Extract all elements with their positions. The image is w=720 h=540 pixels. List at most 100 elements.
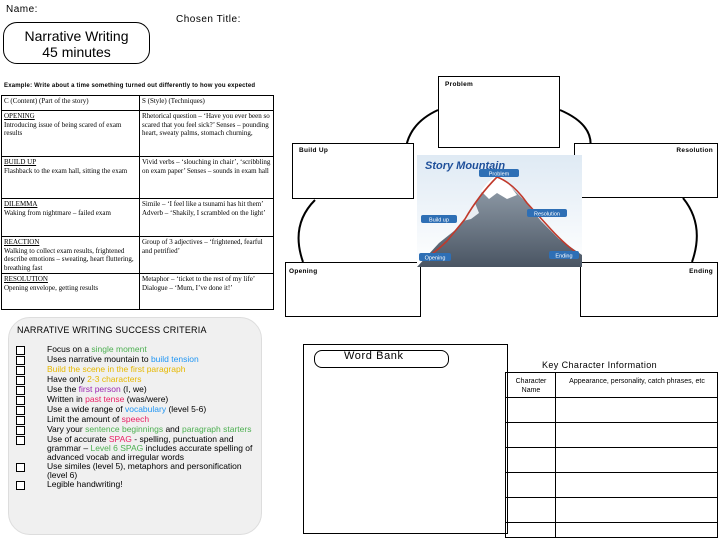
style-cell[interactable]: Rhetorical question – ‘Have you ever bee… (139, 110, 274, 157)
criteria-text-part: past tense (85, 394, 125, 404)
style-cell[interactable]: Group of 3 adjectives – ‘frightened, fea… (139, 236, 274, 274)
success-criteria-title: NARRATIVE WRITING SUCCESS CRITERIA (17, 325, 207, 335)
criteria-text-part: Use a wide range of (47, 404, 125, 414)
criteria-text-part: Use similes (level 5), metaphors and per… (47, 461, 242, 480)
row-content: Flashback to the exam hall, sitting the … (4, 166, 128, 175)
task-title-box: Narrative Writing 45 minutes (3, 22, 150, 64)
criteria-item: Legible handwriting! (13, 480, 257, 490)
criteria-item: Have only 2-3 characters (13, 375, 257, 385)
criteria-text-part: Use the (47, 384, 79, 394)
row-content: Opening envelope, getting results (4, 283, 99, 292)
style-cell[interactable]: Vivid verbs – ‘slouching in chair’, ‘scr… (139, 156, 274, 199)
chosen-title-label: Chosen Title: (176, 14, 241, 25)
criteria-checkbox[interactable] (16, 376, 25, 385)
task-time: 45 minutes (42, 44, 111, 60)
criteria-text-part: build tension (150, 354, 199, 364)
criteria-text-part: paragraph starters (182, 424, 252, 434)
criteria-checkbox[interactable] (16, 396, 25, 405)
key-character-row-line (506, 422, 717, 423)
criteria-text-part: includes accurate spelling of advanced v… (47, 443, 253, 462)
criteria-text-part: (I, we) (120, 384, 147, 394)
criteria-text-part: sentence beginnings (85, 424, 164, 434)
criteria-text-part: Have only (47, 374, 88, 384)
criteria-text: Uses narrative mountain to build tension (31, 355, 199, 364)
criteria-item: Limit the amount of speech (13, 415, 257, 425)
mountain-resolution-label: Resolution (534, 212, 560, 218)
column-header-content: C (Content) (Part of the story) (1, 95, 140, 111)
ending-box[interactable]: Ending (580, 262, 718, 317)
problem-label: Problem (445, 81, 474, 88)
criteria-text-part: single moment (91, 344, 147, 354)
key-character-col1: Character Name (515, 378, 547, 394)
criteria-text-part: (was/were) (124, 394, 169, 404)
criteria-text: Build the scene in the first paragraph (31, 365, 185, 374)
criteria-checkbox[interactable] (16, 463, 25, 472)
success-criteria-panel: NARRATIVE WRITING SUCCESS CRITERIA Focus… (8, 317, 262, 535)
criteria-text-part: vocabulary (124, 404, 167, 414)
mountain-ending-label: Ending (555, 254, 572, 260)
criteria-text: Use similes (level 5), metaphors and per… (31, 462, 257, 480)
mountain-problem-label: Problem (489, 172, 510, 178)
criteria-text: Use the first person (I, we) (31, 385, 147, 394)
build-up-box[interactable]: Build Up (292, 143, 414, 199)
criteria-checkbox[interactable] (16, 386, 25, 395)
row-heading: RESOLUTION (4, 275, 48, 283)
build-up-label: Build Up (299, 147, 329, 154)
criteria-checkbox[interactable] (16, 436, 25, 445)
key-character-row-line (506, 497, 717, 498)
style-cell[interactable]: Simile – ‘I feel like a tsunami has hit … (139, 198, 274, 237)
ending-label: Ending (689, 268, 713, 275)
word-bank-title-outline (314, 350, 449, 368)
criteria-text-part: Focus on a (47, 344, 92, 354)
name-label: Name: (6, 4, 38, 15)
style-cell[interactable]: Metaphor – ‘ticket to the rest of my lif… (139, 273, 274, 310)
arrow-resolution-ending (682, 197, 698, 263)
opening-box[interactable]: Opening (285, 262, 421, 317)
resolution-label: Resolution (676, 147, 713, 154)
key-character-table: Character Name Appearance, personality, … (505, 372, 718, 538)
criteria-checkbox[interactable] (16, 346, 25, 355)
row-heading: OPENING (4, 112, 35, 120)
criteria-checkbox[interactable] (16, 426, 25, 435)
criteria-text-part: Written in (47, 394, 86, 404)
key-character-row-line (506, 522, 717, 523)
criteria-text: Have only 2-3 characters (31, 375, 142, 384)
criteria-item: Written in past tense (was/were) (13, 395, 257, 405)
criteria-text-part: speech (121, 414, 150, 424)
key-character-row-line (506, 472, 717, 473)
mountain-opening-label: Opening (425, 256, 446, 262)
criteria-text: Written in past tense (was/were) (31, 395, 168, 404)
word-bank-box[interactable]: Word Bank (303, 344, 508, 534)
mountain-buildup-label: Build up (429, 218, 449, 224)
criteria-text-part: Build the scene (47, 364, 106, 374)
arrow-opening-buildup (297, 199, 316, 263)
story-plan-table-wrap: C (Content) (Part of the story) S (Style… (1, 95, 274, 310)
criteria-text: Legible handwriting! (31, 480, 123, 489)
criteria-checkbox[interactable] (16, 366, 25, 375)
criteria-item: Use similes (level 5), metaphors and per… (13, 462, 257, 480)
criteria-text-part: SPAG (108, 434, 132, 444)
resolution-box[interactable]: Resolution (574, 143, 718, 198)
table-header-row: C (Content) (Part of the story) S (Style… (1, 95, 274, 111)
criteria-item: Focus on a single moment (13, 345, 257, 355)
problem-box[interactable]: Problem (438, 76, 560, 148)
criteria-text-part: first person (78, 384, 121, 394)
criteria-checkbox[interactable] (16, 416, 25, 425)
task-title: Narrative Writing (24, 28, 129, 44)
criteria-text: Limit the amount of speech (31, 415, 149, 424)
criteria-checkbox[interactable] (16, 481, 25, 490)
criteria-text: Focus on a single moment (31, 345, 147, 354)
column-header-style: S (Style) (Techniques) (139, 95, 274, 111)
criteria-checkbox[interactable] (16, 406, 25, 415)
criteria-checkbox[interactable] (16, 356, 25, 365)
criteria-item: Use the first person (I, we) (13, 385, 257, 395)
row-heading: DILEMMA (4, 200, 38, 208)
